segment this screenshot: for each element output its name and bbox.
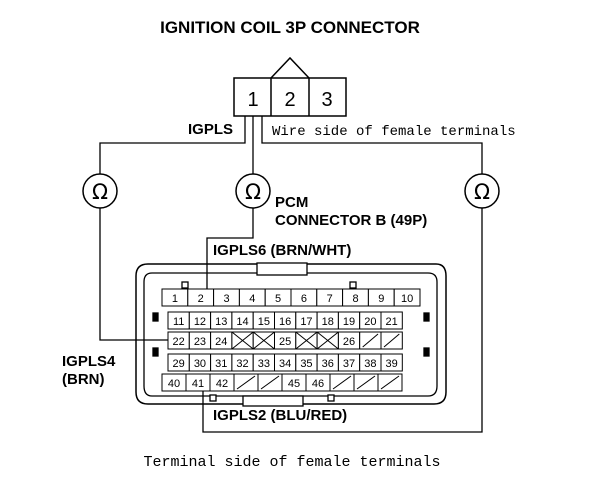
pcm-connector bbox=[135, 262, 447, 407]
connector-housing bbox=[233, 77, 347, 117]
terminal-cell bbox=[380, 353, 403, 372]
terminal-number: 37 bbox=[343, 358, 355, 370]
terminal-number: 2 bbox=[198, 293, 204, 305]
ohm-icon: Ω bbox=[92, 180, 108, 204]
ohmmeter-center: Ω bbox=[235, 173, 271, 209]
terminal-number: 38 bbox=[364, 358, 376, 370]
connector-bottom-key bbox=[242, 395, 304, 407]
terminal-cell bbox=[380, 311, 403, 330]
igpls-label: IGPLS bbox=[188, 121, 233, 138]
coil-terminal-3: 3 bbox=[321, 89, 332, 111]
unused-terminal-mark bbox=[236, 375, 256, 390]
terminal-number: 40 bbox=[168, 378, 180, 390]
terminal-number: 16 bbox=[279, 316, 291, 328]
unused-terminal-mark bbox=[260, 375, 280, 390]
unused-terminal-mark bbox=[356, 375, 376, 390]
terminal-number: 12 bbox=[194, 316, 206, 328]
connector-top-key bbox=[256, 262, 308, 276]
terminal-number: 32 bbox=[236, 358, 248, 370]
ohmmeter-left: Ω bbox=[82, 173, 118, 209]
wire-side-note: Wire side of female terminals bbox=[272, 124, 516, 140]
ohm-icon: Ω bbox=[474, 180, 490, 204]
terminal-number: 31 bbox=[215, 358, 227, 370]
terminal-number: 33 bbox=[258, 358, 270, 370]
terminal-number: 11 bbox=[173, 316, 184, 328]
diagram-title: IGNITION COIL 3P CONNECTOR bbox=[160, 18, 420, 37]
terminal-number: 24 bbox=[215, 336, 227, 348]
unused-terminal-mark bbox=[316, 331, 339, 350]
terminal-number: 10 bbox=[401, 293, 413, 305]
ohmmeter-right: Ω bbox=[464, 173, 500, 209]
pcm-label: PCM bbox=[275, 194, 308, 211]
igpls4-color-label: (BRN) bbox=[62, 371, 105, 388]
igpls4-label: IGPLS4 bbox=[62, 353, 116, 370]
terminal-number: 19 bbox=[343, 316, 355, 328]
terminal-number: 25 bbox=[279, 336, 291, 348]
terminal-number: 23 bbox=[194, 336, 206, 348]
terminal-number: 18 bbox=[322, 316, 334, 328]
terminal-number: 9 bbox=[378, 293, 384, 305]
terminal-number: 3 bbox=[223, 293, 229, 305]
connector-inner-shell bbox=[143, 272, 438, 397]
terminal-number: 7 bbox=[327, 293, 333, 305]
pcm-connector-label: CONNECTOR B (49P) bbox=[275, 212, 427, 229]
terminal-number: 30 bbox=[194, 358, 206, 370]
terminal-number: 26 bbox=[343, 336, 355, 348]
terminal-number: 14 bbox=[236, 316, 248, 328]
terminal-number: 4 bbox=[249, 293, 255, 305]
terminal-number: 41 bbox=[192, 378, 204, 390]
terminal-number: 17 bbox=[300, 316, 312, 328]
terminal-number: 20 bbox=[364, 316, 376, 328]
igpls6-label: IGPLS6 (BRN/WHT) bbox=[213, 242, 351, 259]
terminal-number: 22 bbox=[173, 336, 185, 348]
unused-terminal-mark bbox=[380, 375, 400, 390]
unused-terminal-mark bbox=[252, 331, 275, 350]
terminal-number: 21 bbox=[386, 316, 398, 328]
coil-terminal-2: 2 bbox=[284, 89, 295, 111]
terminal-number: 6 bbox=[301, 293, 307, 305]
terminal-number: 45 bbox=[288, 378, 300, 390]
terminal-number: 15 bbox=[258, 316, 270, 328]
terminal-number: 36 bbox=[322, 358, 334, 370]
terminal-number: 29 bbox=[173, 358, 185, 370]
terminal-number: 35 bbox=[300, 358, 312, 370]
terminal-side-note: Terminal side of female terminals bbox=[143, 454, 440, 471]
terminal-number: 46 bbox=[312, 378, 324, 390]
connector-lock-tab bbox=[270, 56, 310, 79]
unused-terminal-mark bbox=[362, 333, 379, 348]
probe-wires bbox=[99, 116, 483, 433]
unused-terminal-mark bbox=[295, 331, 318, 350]
ohm-icon: Ω bbox=[245, 180, 261, 204]
terminal-number: 42 bbox=[216, 378, 228, 390]
terminal-number: 8 bbox=[352, 293, 358, 305]
terminal-number: 39 bbox=[386, 358, 398, 370]
connector-outer-shell bbox=[135, 263, 447, 405]
terminal-number: 5 bbox=[275, 293, 281, 305]
ignition-coil-connector: 1 2 3 bbox=[233, 56, 347, 117]
unused-terminal-mark bbox=[231, 331, 254, 350]
terminal-number: 1 bbox=[172, 293, 178, 305]
terminal-cell bbox=[393, 288, 421, 307]
unused-terminal-mark bbox=[332, 375, 352, 390]
unused-terminal-mark bbox=[383, 333, 400, 348]
terminal-number: 13 bbox=[215, 316, 227, 328]
terminal-number: 34 bbox=[279, 358, 291, 370]
coil-terminal-1: 1 bbox=[247, 89, 258, 111]
igpls2-label: IGPLS2 (BLU/RED) bbox=[213, 407, 347, 424]
